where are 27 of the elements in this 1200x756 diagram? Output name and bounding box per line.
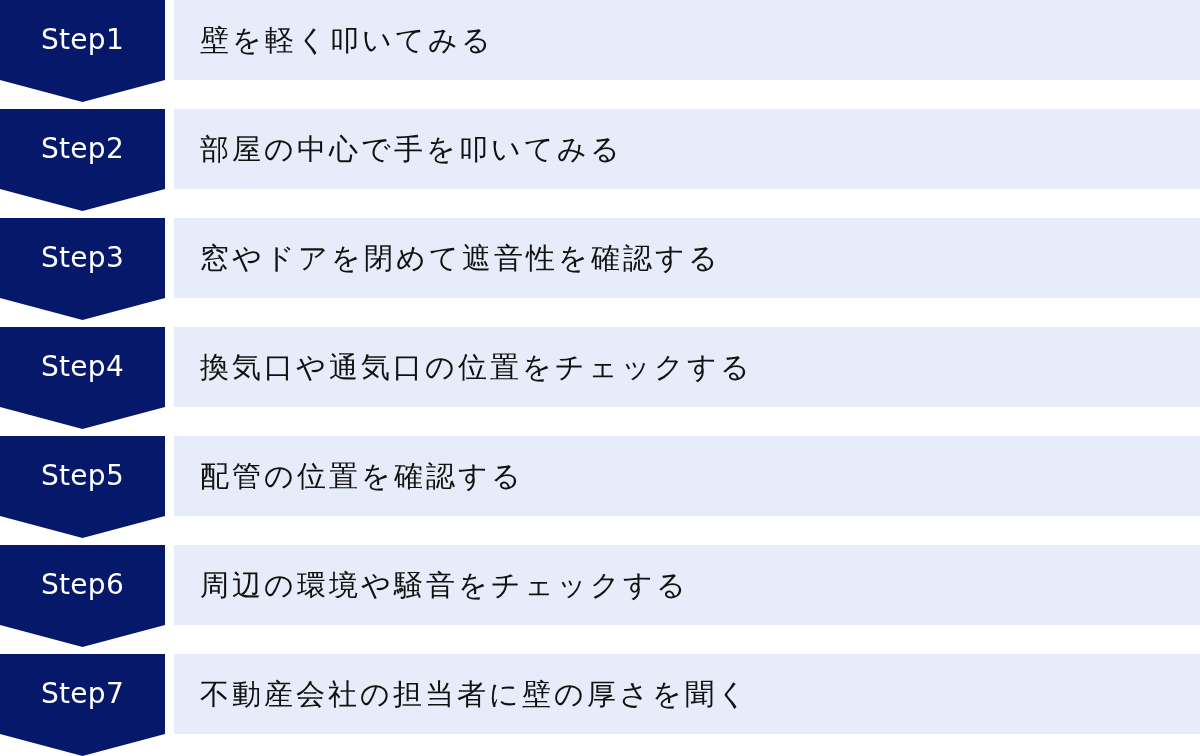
step-text: 配管の位置を確認する [200, 458, 524, 495]
step-number: Step2 [39, 131, 126, 167]
step-text: 部屋の中心で手を叩いてみる [200, 131, 623, 168]
step-text: 周辺の環境や騒音をチェックする [200, 567, 689, 604]
chevron-arrow [0, 734, 165, 756]
step-band [174, 436, 1200, 516]
step-number: Step3 [39, 240, 126, 276]
chevron-arrow [0, 407, 165, 429]
chevron-arrow [0, 189, 165, 211]
step-band [174, 545, 1200, 625]
step-band [174, 109, 1200, 189]
step-text: 窓やドアを閉めて遮音性を確認する [200, 240, 721, 277]
step-number: Step5 [39, 458, 126, 494]
step-band [174, 327, 1200, 407]
step-text: 壁を軽く叩いてみる [200, 22, 494, 59]
chevron-arrow [0, 298, 165, 320]
step-number: Step6 [39, 567, 126, 603]
step-number: Step4 [39, 349, 126, 385]
chevron-arrow [0, 625, 165, 647]
step-text: 不動産会社の担当者に壁の厚さを聞く [200, 676, 750, 713]
step-band [174, 0, 1200, 80]
step-text: 換気口や通気口の位置をチェックする [200, 349, 753, 386]
step-band [174, 218, 1200, 298]
step-number: Step1 [39, 22, 126, 58]
chevron-arrow [0, 516, 165, 538]
step-band [174, 654, 1200, 734]
step-number: Step7 [39, 676, 126, 712]
